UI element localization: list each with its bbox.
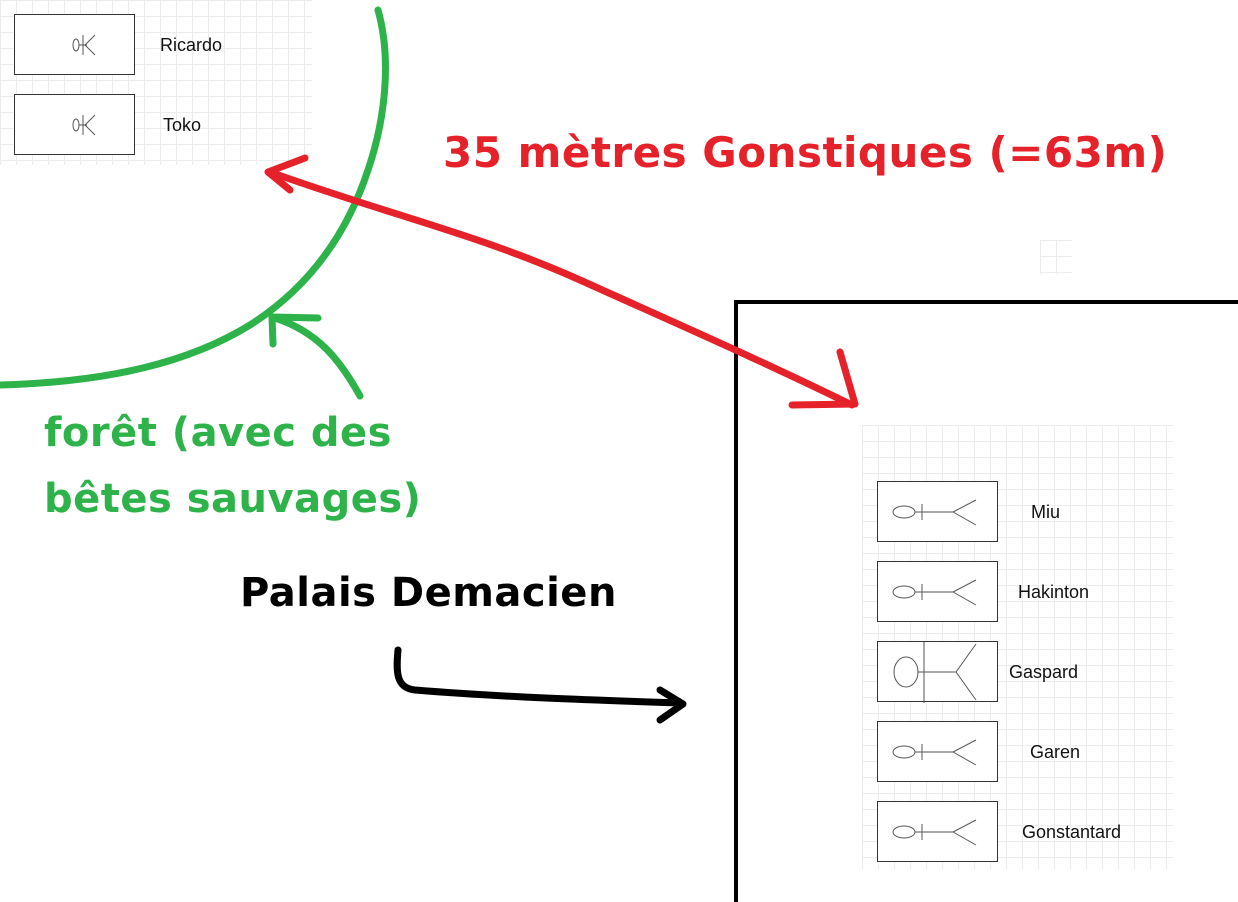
person-box-ricardo <box>14 14 135 75</box>
forest-label-line1: forêt (avec des <box>44 410 392 456</box>
grid-background-small <box>1040 240 1072 274</box>
person-label: Hakinton <box>1018 582 1090 602</box>
person-label: Gonstantard <box>1022 822 1122 842</box>
person-label: Toko <box>163 115 202 135</box>
person-icon <box>892 739 977 766</box>
person-box-gonstantard <box>877 801 998 862</box>
person-box-miu <box>877 481 998 542</box>
palace-label: Palais Demacien <box>240 570 617 616</box>
person-icon <box>72 34 96 56</box>
person-icon <box>893 642 977 703</box>
forest-label-line2: bêtes sauvages) <box>44 476 422 522</box>
person-icon <box>72 114 96 136</box>
forest-boundary <box>0 6 389 389</box>
person-label: Gaspard <box>1009 662 1079 682</box>
forest-arrow-icon <box>268 313 364 400</box>
person-icon <box>892 499 977 526</box>
person-label: Garen <box>1030 742 1081 762</box>
person-icon <box>892 819 977 846</box>
person-box-toko <box>14 94 135 155</box>
person-label: Miu <box>1031 502 1061 522</box>
distance-label: 35 mètres Gonstiques (=63m) <box>443 128 1168 177</box>
palace-arrow-icon <box>393 646 687 724</box>
person-box-garen <box>877 721 998 782</box>
person-icon <box>892 579 977 606</box>
person-box-hakinton <box>877 561 998 622</box>
distance-arrow-icon <box>264 154 859 409</box>
person-box-gaspard <box>877 641 998 703</box>
person-label: Ricardo <box>160 35 223 55</box>
